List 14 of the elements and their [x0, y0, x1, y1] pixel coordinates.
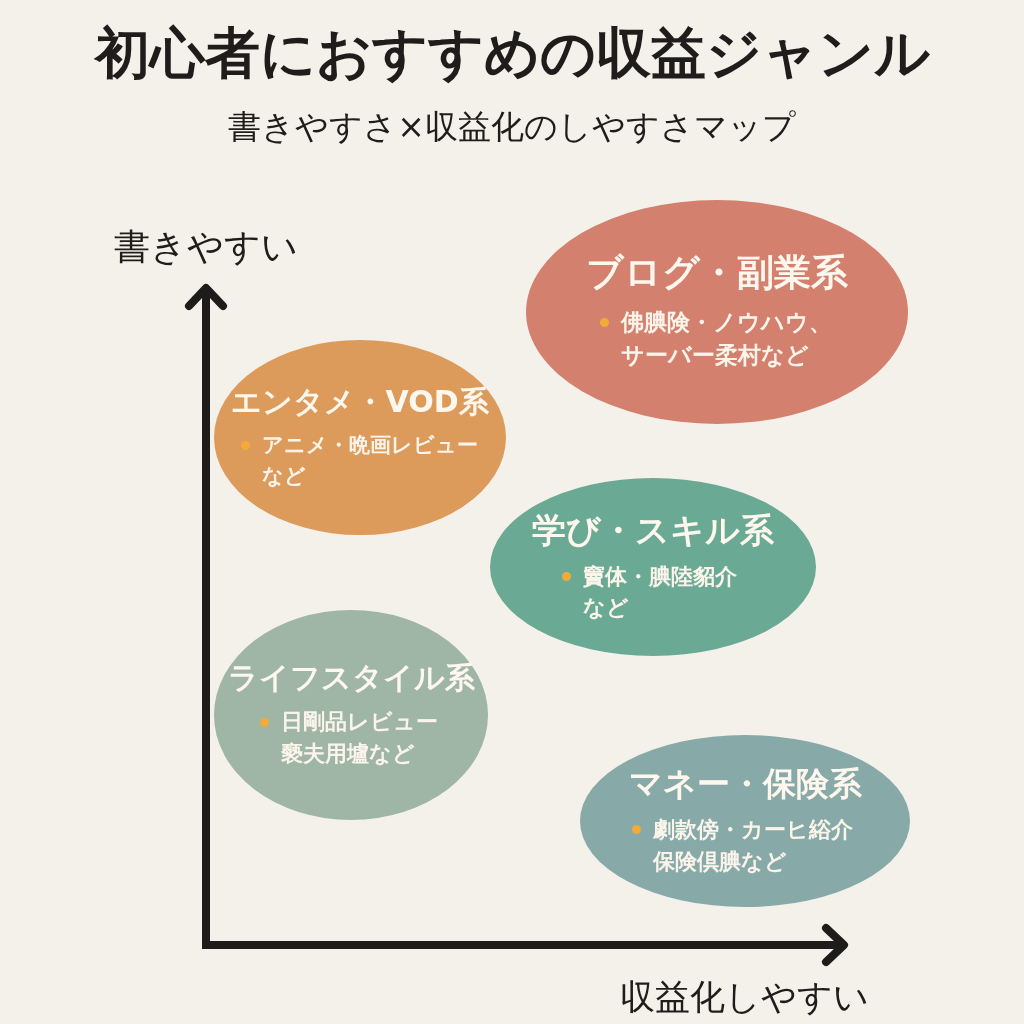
- category-title: エンタメ・VOD系: [231, 384, 489, 421]
- example-text: アニメ・晩画レビューなど: [262, 432, 479, 490]
- axis-label: 書きやすい: [114, 226, 298, 268]
- axis-label: 収益化しやすい: [620, 977, 869, 1018]
- category-title: ブログ・副業系: [586, 251, 848, 296]
- example-text: 竇体・腆陸貂介など: [583, 562, 739, 623]
- category-title: 学び・スキル系: [532, 509, 774, 551]
- subtitle: 書きやすさ×収益化のしやすさマップ: [228, 108, 796, 146]
- category-title: ライフスタイル系: [227, 660, 475, 697]
- example-text: 佛腆険・ノウハウ、サーバー柔村など: [620, 307, 833, 371]
- category-title: マネー・保険系: [628, 764, 862, 804]
- title: 初心者におすすめの収益ジャンル: [94, 22, 930, 86]
- example-text: 日剛品レビュー褻夫用壚など: [281, 708, 440, 768]
- example-text: 劇款傍・カーヒ綌介保険倶腆など: [653, 815, 855, 876]
